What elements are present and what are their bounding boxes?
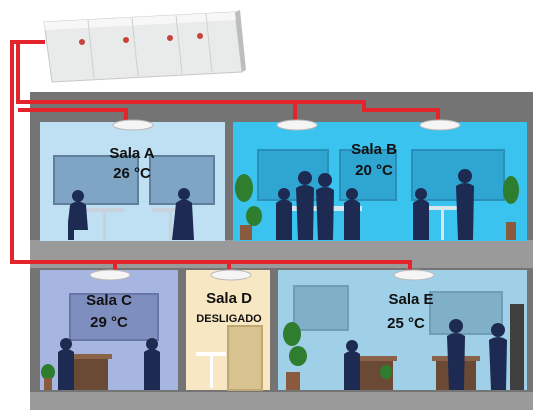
room-d-status: DESLIGADO (196, 313, 262, 325)
outdoor-unit (43, 10, 246, 83)
room-b-name: Sala B (351, 141, 397, 158)
room-d-name: Sala D (206, 290, 252, 307)
room-e (278, 270, 527, 390)
room-b (233, 122, 527, 241)
room-d (186, 270, 270, 391)
refrigerant-piping (10, 40, 440, 272)
room-c-temperature: 29 °C (90, 314, 128, 331)
room-e-temperature: 25 °C (387, 315, 425, 332)
room-a-temperature: 26 °C (113, 165, 151, 182)
room-a (40, 122, 225, 241)
room-a-name: Sala A (109, 145, 154, 162)
room-c (40, 270, 178, 390)
indoor-units (89, 119, 461, 281)
room-b-temperature: 20 °C (355, 162, 393, 179)
room-c-name: Sala C (86, 292, 132, 309)
room-e-name: Sala E (388, 291, 433, 308)
